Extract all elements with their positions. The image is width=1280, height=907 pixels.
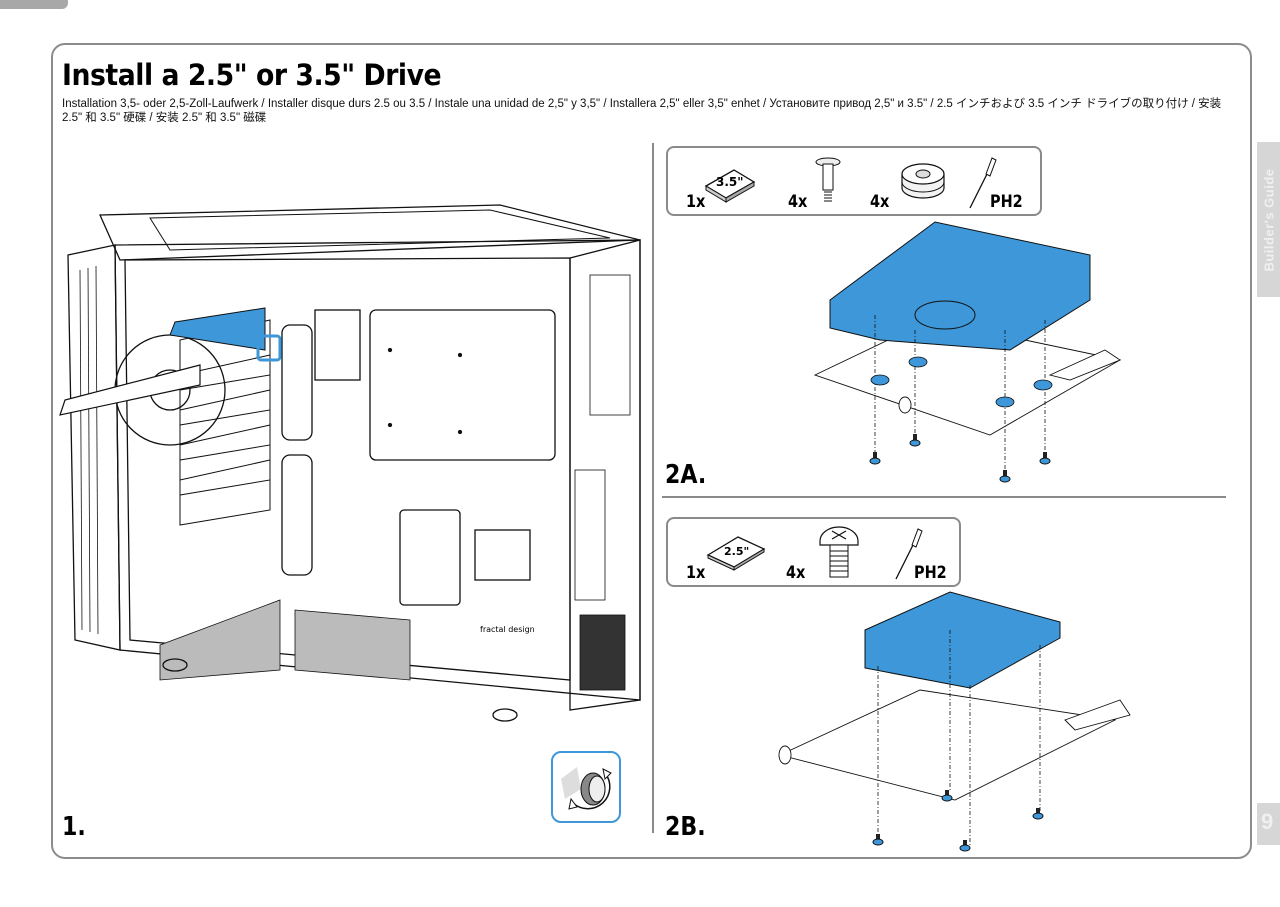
screwdriver-icon: [895, 528, 923, 580]
screw-icon: [819, 526, 859, 578]
page-tab-top: [0, 0, 68, 9]
rubber-grommet-icon: [901, 163, 945, 199]
side-tab-page-number: 9: [1257, 803, 1280, 845]
part-qty: 4x: [870, 192, 890, 212]
highlighted-drive-tray: [169, 307, 266, 351]
grommets: [870, 356, 1053, 408]
side-tab-label: Builder's Guide: [1261, 167, 1276, 272]
shoulder-screw-icon: [815, 157, 841, 202]
ssd-2-5-drive: [864, 591, 1061, 689]
side-tab-builders-guide[interactable]: Builder's Guide: [1257, 142, 1280, 297]
shoulder-screws: [869, 434, 1051, 483]
part-qty: 4x: [788, 192, 808, 212]
drive-tray-plate: [778, 689, 1117, 801]
tray-thumbscrew-highlight: [256, 334, 282, 362]
page-number: 9: [1261, 809, 1274, 834]
ssd-install-diagram: [778, 591, 1131, 852]
thumbscrew-rotate-callout: [551, 751, 621, 823]
thumbscrew-rotate-icon: [561, 767, 612, 810]
ssd-2-5-icon: 2.5": [706, 536, 766, 571]
hdd-3-5-drive: [829, 221, 1091, 351]
page-title: Install a 2.5" or 3.5" Drive: [62, 58, 442, 92]
parts-list-2b: 1x 2.5" 4x PH2: [666, 517, 961, 587]
hdd-3-5-icon: 3.5": [704, 169, 756, 203]
step-2b-label: 2B.: [665, 812, 706, 842]
horizontal-divider: [662, 496, 1226, 498]
brand-mark: fractal design: [480, 625, 535, 634]
svg-text:2.5": 2.5": [724, 545, 749, 558]
step-1-label: 1.: [62, 812, 86, 842]
vertical-divider: [652, 143, 654, 833]
part-qty: 1x: [686, 192, 706, 212]
pull-out-arrow: [59, 364, 201, 416]
case-illustration: fractal design: [59, 204, 641, 722]
screwdriver-type-label: PH2: [990, 192, 1023, 212]
ssd-screws: [872, 790, 1044, 852]
part-qty: 4x: [786, 563, 806, 583]
hdd-install-diagram: [813, 221, 1122, 483]
page-subtitle-translations: Installation 3,5- oder 2,5-Zoll-Laufwerk…: [62, 98, 1222, 124]
parts-list-2a: 1x 3.5" 4x 4x PH2: [666, 146, 1042, 216]
screwdriver-icon: [969, 157, 997, 209]
step-2a-label: 2A.: [665, 460, 707, 490]
screwdriver-type-label: PH2: [914, 563, 947, 583]
svg-text:3.5": 3.5": [716, 175, 744, 189]
part-qty: 1x: [686, 563, 706, 583]
case-front-panel: [67, 244, 121, 651]
